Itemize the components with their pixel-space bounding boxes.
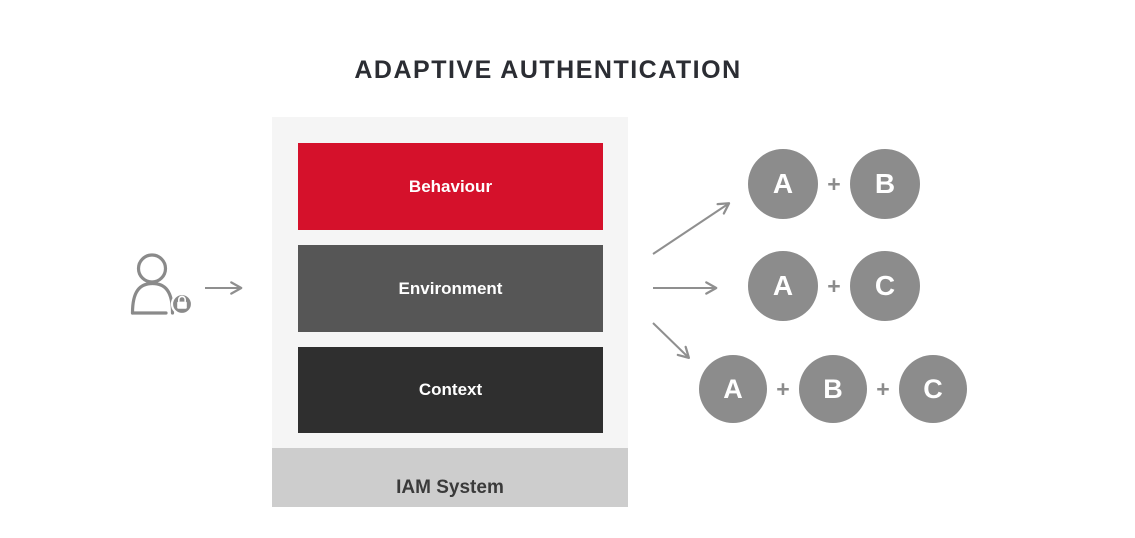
factor-circle-c: C (899, 355, 967, 423)
combo-row-ac: A + C (748, 251, 920, 321)
layer-context-label: Context (418, 380, 483, 399)
combo-row-ab: A + B (748, 149, 920, 219)
user-head-shape (136, 253, 168, 284)
iam-factor-panel: Behaviour Environment Context (272, 117, 628, 448)
layer-behaviour-label: Behaviour (408, 176, 493, 196)
factor-circle-a: A (699, 355, 767, 423)
lock-shackle-icon (178, 295, 186, 302)
user-lock-icon (130, 253, 194, 316)
factor-circle-b: B (799, 355, 867, 423)
plus-sign: + (827, 170, 841, 197)
lock-body-icon (177, 301, 187, 309)
iam-system-label: IAM System (396, 477, 504, 498)
plus-sign: + (876, 375, 890, 402)
layer-context: Context (298, 347, 603, 433)
page-title: ADAPTIVE AUTHENTICATION (354, 56, 742, 84)
combo-row-abc: A + B + C (699, 355, 967, 423)
layer-environment: Environment (298, 245, 603, 332)
plus-sign: + (776, 375, 790, 402)
factor-circle-a: A (748, 149, 818, 219)
lock-badge-circle (170, 292, 194, 316)
layer-environment-label: Environment (398, 278, 503, 298)
iam-system-strip: IAM System (272, 448, 628, 507)
user-body-shape (130, 281, 175, 315)
layer-behaviour: Behaviour (298, 143, 603, 230)
arrow-to-combo-abc-icon (652, 322, 691, 359)
arrow-to-combo-ab-icon (652, 202, 731, 255)
factor-circle-c: C (850, 251, 920, 321)
plus-sign: + (827, 272, 841, 299)
factor-circle-b: B (850, 149, 920, 219)
factor-circle-a: A (748, 251, 818, 321)
